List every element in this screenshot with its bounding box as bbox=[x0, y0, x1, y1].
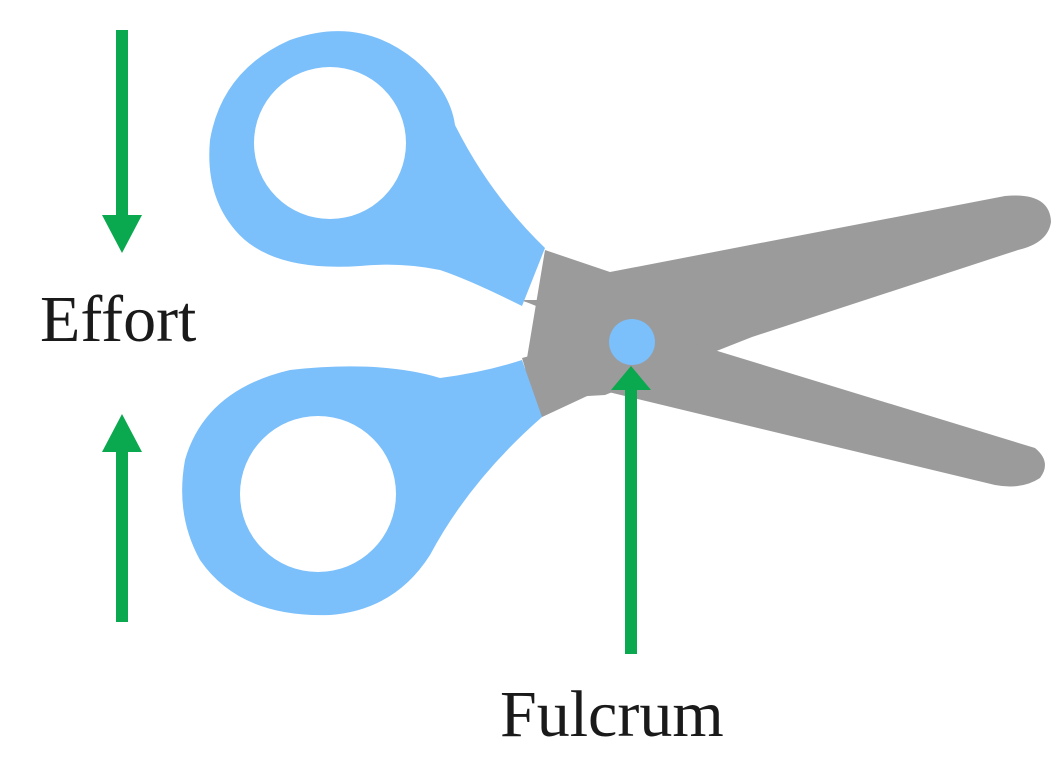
lower-handle bbox=[182, 360, 542, 615]
scissors-icon bbox=[182, 31, 1051, 615]
effort-label: Effort bbox=[40, 283, 196, 356]
effort-arrow-up-head bbox=[102, 414, 142, 452]
fulcrum-arrow bbox=[611, 366, 651, 654]
pivot-screw bbox=[609, 319, 655, 365]
effort-arrow-down-head bbox=[102, 215, 142, 253]
upper-handle bbox=[209, 31, 545, 306]
fulcrum-label: Fulcrum bbox=[500, 678, 724, 751]
